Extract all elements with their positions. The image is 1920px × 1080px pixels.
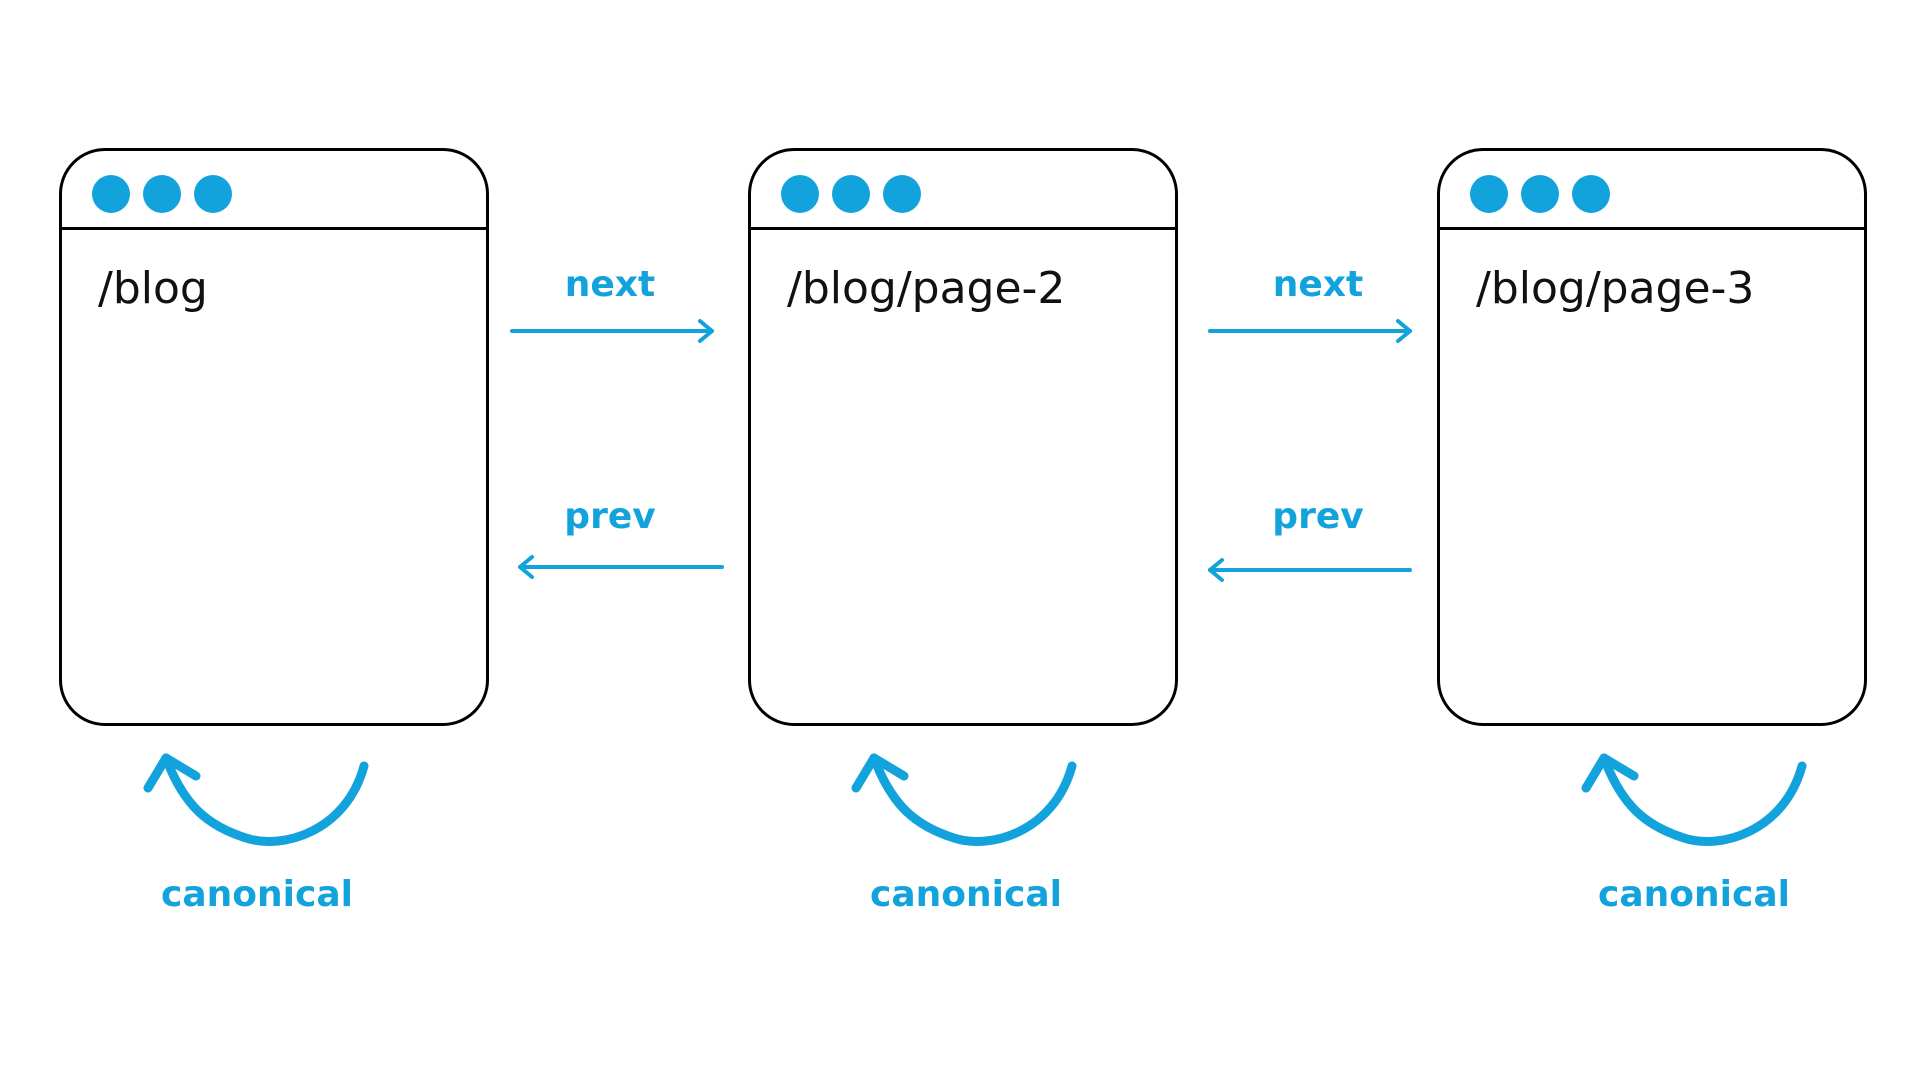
canonical-label: canonical: [870, 874, 1062, 915]
page-url: /blog: [98, 263, 208, 314]
canonical-label: canonical: [1598, 874, 1790, 915]
window-dot-icon: [1521, 175, 1559, 213]
prev-link-label: prev: [1272, 496, 1364, 537]
prev-arrow-icon: [518, 555, 724, 579]
window-dot-icon: [781, 175, 819, 213]
browser-window-page-2: /blog/page-2: [748, 148, 1178, 726]
next-link-label: next: [564, 264, 656, 305]
window-dot-icon: [1572, 175, 1610, 213]
next-arrow-icon: [510, 319, 714, 343]
prev-link-label: prev: [564, 496, 656, 537]
next-arrow-icon: [1208, 319, 1412, 343]
window-dot-icon: [143, 175, 181, 213]
canonical-arrow-icon: [143, 753, 369, 846]
window-titlebar: [751, 151, 1175, 230]
window-dot-icon: [194, 175, 232, 213]
next-link-label: next: [1272, 264, 1364, 305]
window-dot-icon: [832, 175, 870, 213]
page-url: /blog/page-2: [787, 263, 1066, 314]
canonical-label: canonical: [161, 874, 353, 915]
canonical-arrow-icon: [851, 753, 1077, 846]
window-dot-icon: [883, 175, 921, 213]
browser-window-page-3: /blog/page-3: [1437, 148, 1867, 726]
window-titlebar: [1440, 151, 1864, 230]
window-dot-icon: [92, 175, 130, 213]
window-dot-icon: [1470, 175, 1508, 213]
page-url: /blog/page-3: [1476, 263, 1755, 314]
canonical-arrow-icon: [1581, 753, 1807, 846]
prev-arrow-icon: [1208, 558, 1412, 582]
window-titlebar: [62, 151, 486, 230]
browser-window-blog: /blog: [59, 148, 489, 726]
